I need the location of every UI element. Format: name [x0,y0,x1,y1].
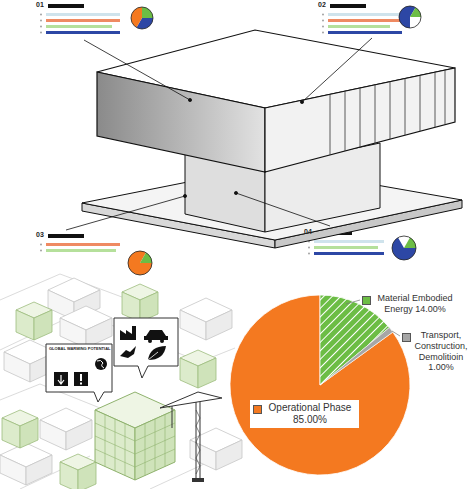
pie-label: Transport, Construction, Demolitioin 1.0… [412,330,470,373]
legend-text: Operational Phase 85.00% [264,402,356,426]
callout-number: 04 [304,228,312,236]
legend-swatch [362,296,371,305]
callout-number: 01 [36,1,44,9]
legend-swatch [402,333,411,342]
legend-swatch [253,405,262,414]
pie-label: Operational Phase 85.00% [250,400,359,428]
callout-number: 03 [36,231,44,239]
icon-caption: GLOBAL WARMING POTENTIAL [49,347,110,352]
legend-text: Material Embodied Energy 14.00% [372,293,458,315]
callout-number: 02 [318,1,326,9]
pie-label: Material Embodied Energy 14.00% [372,293,458,315]
legend-text: Transport, Construction, Demolitioin 1.0… [412,330,470,373]
